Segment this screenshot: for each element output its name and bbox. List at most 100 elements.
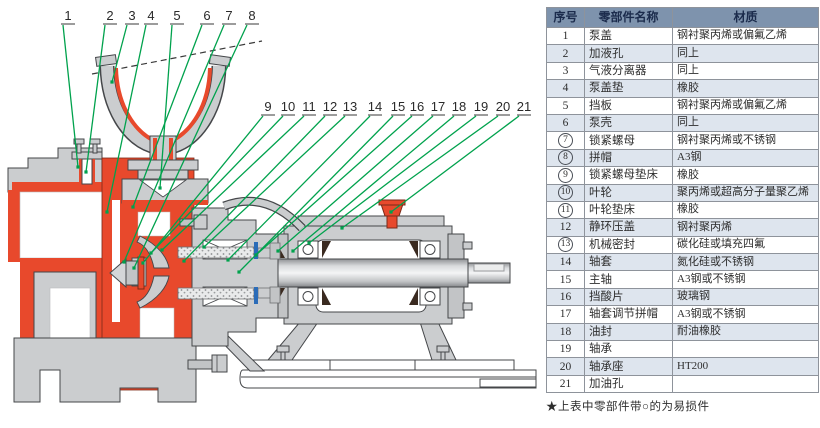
leader-dot bbox=[340, 226, 344, 230]
callout-number: 14 bbox=[368, 99, 382, 114]
leader-dot bbox=[132, 266, 136, 270]
callout-number: 3 bbox=[128, 8, 135, 23]
leader-line bbox=[106, 24, 147, 213]
leader-line bbox=[238, 115, 394, 273]
cell-part-number: 18 bbox=[546, 322, 585, 342]
cell-part-name: 轴承座 bbox=[584, 357, 673, 376]
cell-material: 玻璃钢 bbox=[672, 287, 819, 307]
cell-material: 耐油橡胶 bbox=[672, 322, 819, 342]
cell-part-name: 挡板 bbox=[584, 96, 673, 115]
cell-part-number: 19 bbox=[546, 340, 585, 359]
callout-number: 4 bbox=[147, 8, 154, 23]
cell-part-number: 1 bbox=[546, 26, 585, 46]
cell-part-number: 10 bbox=[546, 183, 585, 202]
cell-material: 同上 bbox=[672, 113, 819, 133]
cell-part-name: 加液孔 bbox=[584, 44, 673, 63]
cell-part-number: 11 bbox=[546, 200, 585, 220]
footnote: ★上表中零部件带○的为易损件 bbox=[546, 401, 710, 414]
cell-material: 橡胶 bbox=[672, 200, 819, 220]
leader-dot bbox=[158, 186, 162, 190]
leader-line bbox=[123, 24, 225, 263]
cell-material: 钢衬聚丙烯或偏氟乙烯 bbox=[672, 26, 819, 46]
cell-part-name: 锁紧螺母垫床 bbox=[584, 166, 673, 185]
leader-line bbox=[277, 115, 434, 252]
leader-line bbox=[292, 115, 455, 252]
cell-material: A3钢或不锈钢 bbox=[672, 305, 819, 324]
leader-line bbox=[183, 115, 326, 262]
cell-part-name: 油封 bbox=[584, 322, 673, 342]
cell-part-name: 泵壳 bbox=[584, 113, 673, 133]
cell-part-name: 泵盖 bbox=[584, 26, 673, 46]
cell-part-name: 静环压盖 bbox=[584, 218, 673, 237]
cell-part-name: 机械密封 bbox=[584, 235, 673, 255]
cell-part-number: 17 bbox=[546, 305, 585, 324]
cell-part-number: 21 bbox=[546, 374, 585, 394]
cell-part-number: 12 bbox=[546, 218, 585, 237]
leader-dot bbox=[160, 248, 164, 252]
cell-part-name: 轴承 bbox=[584, 340, 673, 359]
cell-part-name: 叶轮 bbox=[584, 183, 673, 202]
leader-dot bbox=[122, 260, 126, 264]
leader-line bbox=[133, 24, 248, 269]
callout-number: 6 bbox=[203, 8, 210, 23]
callout-number: 8 bbox=[248, 8, 255, 23]
callout-number: 18 bbox=[452, 99, 466, 114]
baffle-plate bbox=[138, 179, 188, 198]
cell-part-name: 挡酸片 bbox=[584, 287, 673, 307]
callout-number: 17 bbox=[431, 99, 445, 114]
cell-part-name: 叶轮垫床 bbox=[584, 200, 673, 220]
callout-number: 21 bbox=[517, 99, 531, 114]
cell-part-number: 14 bbox=[546, 253, 585, 272]
cell-material: 橡胶 bbox=[672, 79, 819, 98]
cell-part-name: 主轴 bbox=[584, 270, 673, 289]
callout-number: 5 bbox=[173, 8, 180, 23]
header-no: 序号 bbox=[546, 7, 585, 28]
cell-material: 橡胶 bbox=[672, 166, 819, 185]
callout-number: 11 bbox=[302, 99, 316, 114]
cell-part-number: 20 bbox=[546, 357, 585, 376]
leader-line bbox=[203, 115, 346, 248]
leader-line bbox=[390, 115, 520, 213]
cell-material: 聚丙烯或超高分子量聚乙烯 bbox=[672, 183, 819, 202]
leader-line bbox=[111, 24, 128, 83]
cell-part-number: 15 bbox=[546, 270, 585, 289]
leader-dot bbox=[105, 210, 109, 214]
acid-guard-disc bbox=[254, 242, 258, 304]
leader-dot bbox=[307, 241, 311, 245]
baseplate bbox=[239, 359, 537, 389]
cell-part-number: 2 bbox=[546, 44, 585, 63]
cell-material: 氮化硅或不锈钢 bbox=[672, 253, 819, 272]
callout-number: 15 bbox=[391, 99, 405, 114]
callout-number: 9 bbox=[264, 99, 271, 114]
leader-dot bbox=[237, 270, 241, 274]
keyway bbox=[473, 263, 505, 272]
leader-line bbox=[308, 115, 477, 244]
cell-part-number: 16 bbox=[546, 287, 585, 307]
header-material: 材质 bbox=[672, 7, 819, 28]
casing-foot bbox=[13, 337, 197, 403]
cell-part-name: 拼帽 bbox=[584, 148, 673, 168]
leader-dot bbox=[141, 261, 145, 265]
leader-line bbox=[132, 24, 203, 208]
leader-line bbox=[62, 24, 79, 168]
callout-number: 13 bbox=[343, 99, 357, 114]
cell-part-name: 轴套 bbox=[584, 253, 673, 272]
